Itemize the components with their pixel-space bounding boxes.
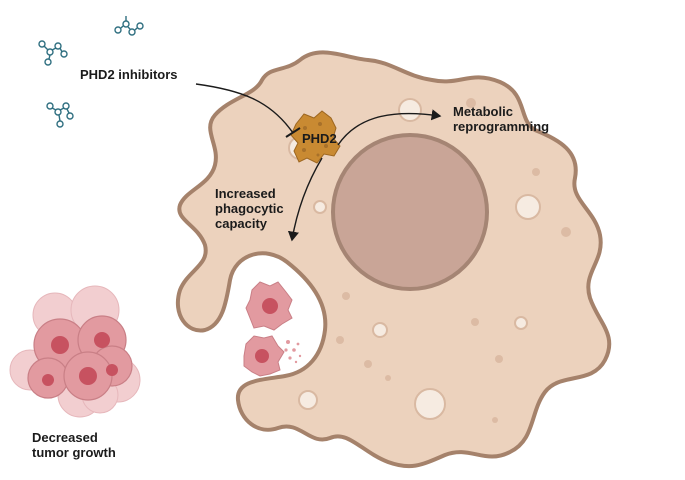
inhibition-arrow-icon (195, 83, 294, 134)
molecule-icon (38, 16, 144, 128)
phagocytic-line3: capacity (215, 216, 268, 231)
phd2-texture (302, 122, 328, 157)
metabolic-arrow-icon (337, 109, 442, 146)
metabolic-line2: reprogramming (453, 119, 550, 134)
inhibition-bar (285, 127, 301, 138)
nucleus (331, 133, 489, 291)
phagocytic-line2: phagocytic (215, 201, 284, 216)
granules (336, 98, 571, 423)
tumor-line2: tumor growth (32, 445, 116, 460)
tumor-cell-lysing-icon (243, 335, 302, 377)
tumor-growth-label: Decreased tumor growth (32, 430, 116, 460)
tumor-cell-icon (245, 281, 293, 331)
metabolic-line1: Metabolic (453, 104, 513, 119)
metabolic-label: Metabolic reprogramming (453, 104, 549, 134)
phagocytic-label: Increased phagocytic capacity (215, 186, 284, 231)
phagocytic-line1: Increased (215, 186, 276, 201)
tumor-line1: Decreased (32, 430, 98, 445)
tumor-cluster (9, 285, 141, 418)
phagocytosis-arrow-icon (287, 157, 323, 242)
phd2-label: PHD2 (302, 131, 337, 146)
phd2-inhibitors-label: PHD2 inhibitors (80, 67, 178, 82)
